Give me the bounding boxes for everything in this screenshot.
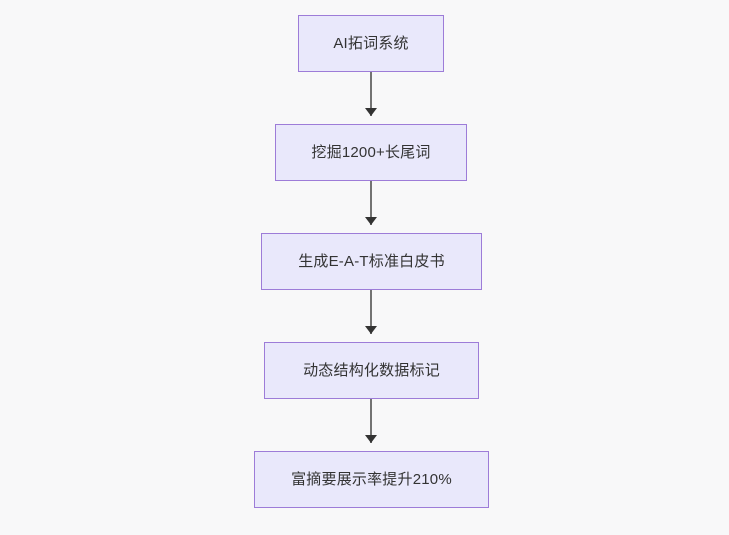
connector-line-1 bbox=[370, 72, 372, 116]
flow-node-1[interactable]: AI拓词系统 bbox=[298, 15, 444, 72]
flow-node-label: 生成E-A-T标准白皮书 bbox=[298, 252, 445, 270]
flow-node-2[interactable]: 挖掘1200+长尾词 bbox=[275, 124, 467, 181]
connector-line-2 bbox=[370, 181, 372, 225]
connector-line-4 bbox=[370, 399, 372, 443]
connector-line-3 bbox=[370, 290, 372, 334]
connector-arrowhead-3 bbox=[365, 326, 377, 334]
flow-node-3[interactable]: 生成E-A-T标准白皮书 bbox=[261, 233, 482, 290]
flow-node-label: 动态结构化数据标记 bbox=[303, 361, 440, 379]
connector-arrowhead-4 bbox=[365, 435, 377, 443]
flow-node-label: 富摘要展示率提升210% bbox=[291, 470, 452, 488]
flow-node-4[interactable]: 动态结构化数据标记 bbox=[264, 342, 479, 399]
flow-node-5[interactable]: 富摘要展示率提升210% bbox=[254, 451, 489, 508]
connector-arrowhead-1 bbox=[365, 108, 377, 116]
flow-node-label: 挖掘1200+长尾词 bbox=[311, 143, 431, 161]
flow-node-label: AI拓词系统 bbox=[333, 34, 409, 52]
connector-arrowhead-2 bbox=[365, 217, 377, 225]
